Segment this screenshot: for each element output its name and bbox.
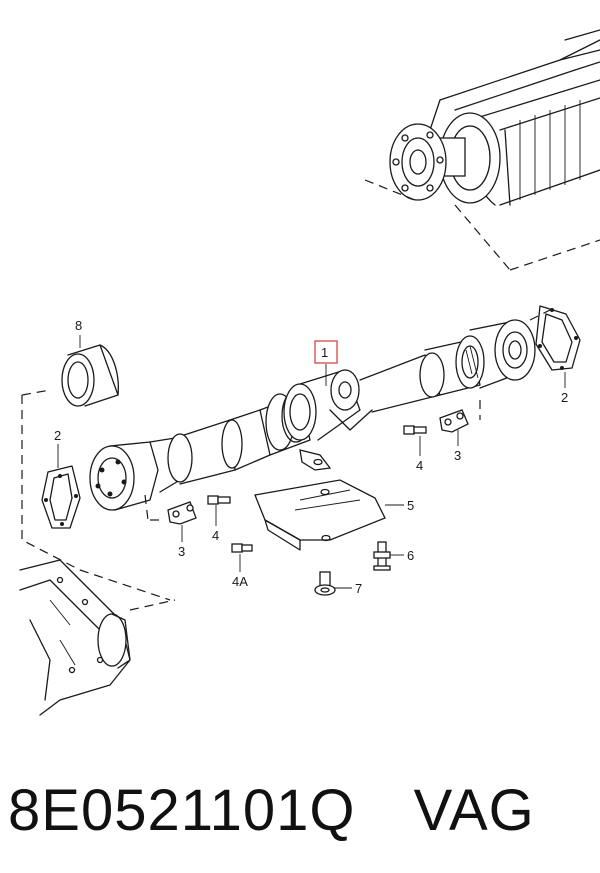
flex-disk-2-left bbox=[41, 465, 81, 529]
bolt-4-right bbox=[403, 425, 427, 435]
callout-7: 7 bbox=[355, 581, 362, 596]
bolt-4a bbox=[231, 543, 253, 553]
callout-6: 6 bbox=[407, 548, 414, 563]
shaft-left-assembly bbox=[89, 319, 536, 511]
transmission-housing bbox=[364, 29, 600, 271]
drive-shaft-exploded-diagram: 1 8 2 2 3 3 4 4 4A 5 6 7 bbox=[19, 29, 600, 716]
caption-bar: 8E0521101Q VAG bbox=[8, 760, 598, 860]
callout-4-left: 4 bbox=[212, 528, 219, 543]
seal-ring-8 bbox=[61, 344, 119, 407]
leader-lines bbox=[57, 335, 566, 589]
brand-name: VAG bbox=[413, 777, 535, 843]
center-bearing-bracket bbox=[299, 449, 332, 471]
callout-4-right: 4 bbox=[416, 458, 423, 473]
bracket-3-left bbox=[167, 501, 197, 525]
part-number: 8E0521101Q bbox=[8, 777, 356, 843]
differential-housing bbox=[19, 559, 131, 716]
nut-7 bbox=[314, 571, 336, 596]
callout-2-right: 2 bbox=[561, 390, 568, 405]
flex-disk-2-right bbox=[535, 305, 581, 371]
callout-3-left: 3 bbox=[178, 544, 185, 559]
callout-2-left: 2 bbox=[54, 428, 61, 443]
highlight-box bbox=[314, 340, 338, 364]
callout-4a: 4A bbox=[232, 574, 248, 589]
bracket-3-right bbox=[439, 409, 469, 433]
callout-8: 8 bbox=[75, 318, 82, 333]
callout-3-right: 3 bbox=[454, 448, 461, 463]
heat-shield-5 bbox=[254, 479, 386, 551]
callout-5: 5 bbox=[407, 498, 414, 513]
reference-lines bbox=[21, 309, 551, 611]
callout-1: 1 bbox=[321, 345, 328, 360]
bolt-4-left bbox=[207, 495, 231, 505]
bolt-6 bbox=[373, 541, 391, 571]
